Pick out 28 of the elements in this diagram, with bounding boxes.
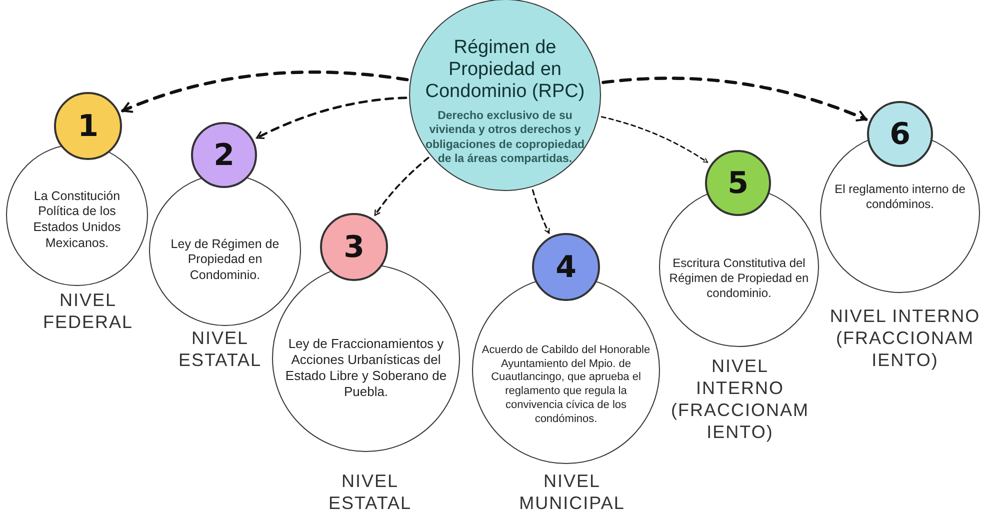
level-label: NIVEL FEDERAL <box>42 290 134 334</box>
node-text: El reglamento interno de condóminos. <box>834 182 966 212</box>
step-number: 5 <box>728 166 748 200</box>
node-text: Ley de Fraccionamientos y Acciones Urbanísticas del Estado Libre y Soberano de Puebla. <box>284 336 448 400</box>
node-text: Acuerdo de Cabildo del Honorable Ayuntamiento del Mpio. de Cuautlancingo, que aprueba el reglamento que regula la convivencia cívica de los condóminos. <box>481 344 651 426</box>
dashed-arrow <box>121 70 409 114</box>
step-number: 2 <box>214 138 234 172</box>
node-description: Derecho exclusivo de su vivienda y otros derechos y obligaciones de copropiedad de la áreas compartidas. <box>424 109 586 167</box>
step-number: 3 <box>344 230 364 264</box>
number-circle <box>320 213 388 281</box>
dashed-arrow <box>256 96 408 140</box>
dashed-arrow <box>374 156 430 216</box>
step-number: 4 <box>556 250 576 284</box>
dashed-arrow <box>600 116 708 163</box>
dashed-arrow <box>532 189 550 234</box>
level-label: NIVEL INTERNO (FRACCIONAM IENTO) <box>828 306 982 372</box>
node-title: Régimen de Propiedad en Condominio (RPC) <box>424 37 586 104</box>
node-text: Ley de Régimen de Propiedad en Condominio. <box>170 236 280 284</box>
level-label: NIVEL INTERNO (FRACCIONAM IENTO) <box>670 356 810 444</box>
step-number: 6 <box>890 116 910 152</box>
dashed-arrow <box>602 76 868 122</box>
step-number: 1 <box>78 108 98 144</box>
node-text: La Constitución Política de los Estados Unidos Mexicanos. <box>32 188 122 252</box>
number-circle <box>54 92 122 160</box>
level-label: NIVEL ESTATAL <box>177 328 263 372</box>
level-label: NIVEL MUNICIPAL <box>518 471 626 515</box>
node-text: Escritura Constitutiva del Régimen de Propiedad en condominio. <box>668 256 810 300</box>
level-label: NIVEL ESTATAL <box>327 471 413 515</box>
